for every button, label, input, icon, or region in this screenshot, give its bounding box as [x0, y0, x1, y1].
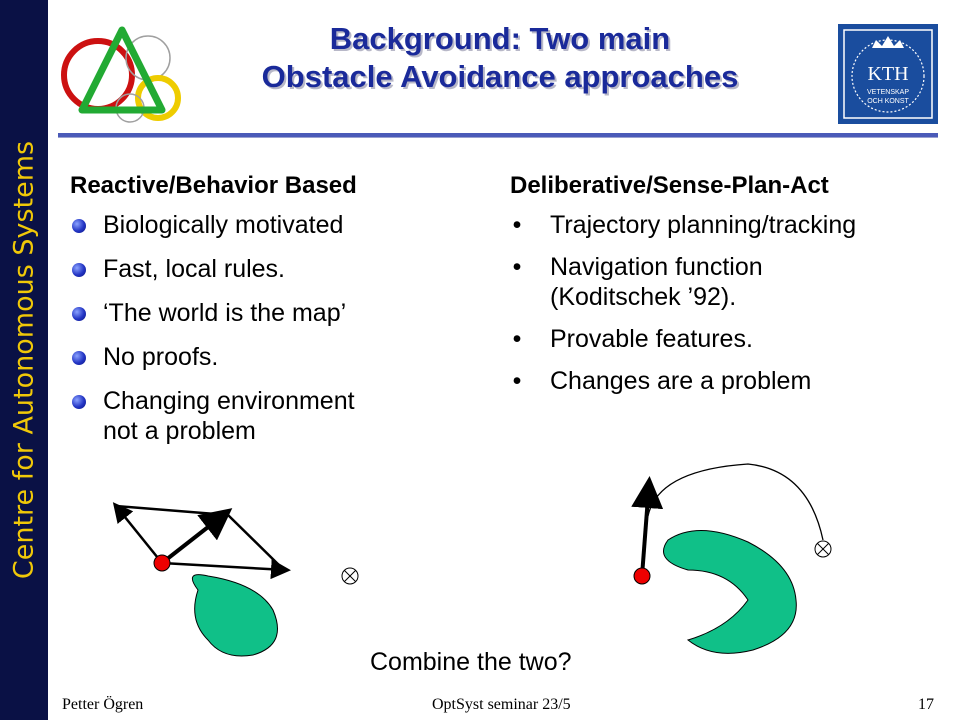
item-text: Fast, local rules. [103, 255, 286, 283]
resultant-arrow [160, 508, 233, 565]
item-text: Changes are a problem [550, 367, 812, 395]
repulsion-arrow [112, 502, 163, 564]
item-text: Biologically motivated [103, 211, 344, 239]
sphere-bullet-icon [72, 219, 86, 233]
footer-page-number: 17 [918, 696, 934, 713]
reactive-diagram [112, 502, 359, 657]
robot-icon [633, 567, 651, 585]
reactive-obstacle [191, 574, 278, 657]
arrow-connector [227, 514, 285, 571]
deliberative-diagram [631, 463, 832, 654]
title-divider [58, 133, 938, 138]
bullet-icon: • [512, 253, 522, 281]
item-text-continued: not a problem [103, 417, 256, 445]
obstacle-avoidance-diagrams [112, 463, 832, 657]
page-title: Background: Two main Obstacle Avoidance … [200, 20, 800, 96]
item-text: Navigation function [550, 253, 763, 281]
list-item: • Navigation function (Koditschek ’92). [510, 252, 950, 312]
combine-question: Combine the two? [370, 648, 572, 676]
reactive-heading: Reactive/Behavior Based [70, 172, 357, 199]
sidebar: Centre for Autonomous Systems [0, 0, 48, 720]
goal-marker-icon [341, 567, 359, 585]
arrow-connector [115, 504, 229, 517]
sidebar-label: Centre for Autonomous Systems [8, 140, 40, 580]
bullet-icon: • [512, 325, 522, 353]
deliberative-heading: Deliberative/Sense-Plan-Act [510, 172, 829, 199]
bullet-icon: • [512, 211, 522, 239]
title-line-2: Obstacle Avoidance approaches [261, 59, 739, 94]
list-item: No proofs. [70, 342, 470, 372]
sphere-bullet-icon [72, 263, 86, 277]
item-text: ‘The world is the map’ [103, 299, 347, 327]
goal-marker-icon [814, 540, 832, 558]
item-text: Provable features. [550, 325, 753, 353]
kth-logo-text: KTH [867, 63, 908, 85]
sphere-bullet-icon [72, 395, 86, 409]
footer-author: Petter Ögren [62, 696, 144, 713]
cas-logo-icon [61, 26, 181, 123]
deliberative-obstacle [663, 530, 797, 654]
sphere-bullet-icon [72, 351, 86, 365]
heading-arrow [631, 476, 664, 577]
robot-icon [153, 554, 171, 572]
item-text-continued: (Koditschek ’92). [550, 283, 737, 311]
sphere-bullet-icon [72, 307, 86, 321]
list-item: Fast, local rules. [70, 254, 470, 284]
list-item: • Provable features. [510, 324, 950, 354]
list-item: • Changes are a problem [510, 366, 950, 396]
planned-trajectory [647, 463, 824, 541]
list-item: • Trajectory planning/tracking [510, 210, 950, 240]
kth-logo-subtext-2: OCH KONST [867, 98, 909, 105]
item-text: No proofs. [103, 343, 219, 371]
footer-seminar: OptSyst seminar 23/5 [432, 696, 571, 713]
kth-logo-icon: KTH VETENSKAP OCH KONST [838, 24, 938, 124]
deliberative-column: Deliberative/Sense-Plan-Act • Trajectory… [510, 172, 950, 408]
list-item: Biologically motivated [70, 210, 470, 240]
goal-arrow [161, 559, 291, 580]
item-text: Changing environment [103, 387, 355, 415]
list-item: Changing environment not a problem [70, 386, 470, 446]
title-line-1: Background: Two main [329, 21, 671, 56]
list-item: ‘The world is the map’ [70, 298, 470, 328]
kth-logo-subtext-1: VETENSKAP [867, 89, 909, 96]
item-text: Trajectory planning/tracking [550, 211, 857, 239]
bullet-icon: • [512, 367, 522, 395]
reactive-column: Reactive/Behavior Based Biologically mot… [70, 172, 470, 460]
